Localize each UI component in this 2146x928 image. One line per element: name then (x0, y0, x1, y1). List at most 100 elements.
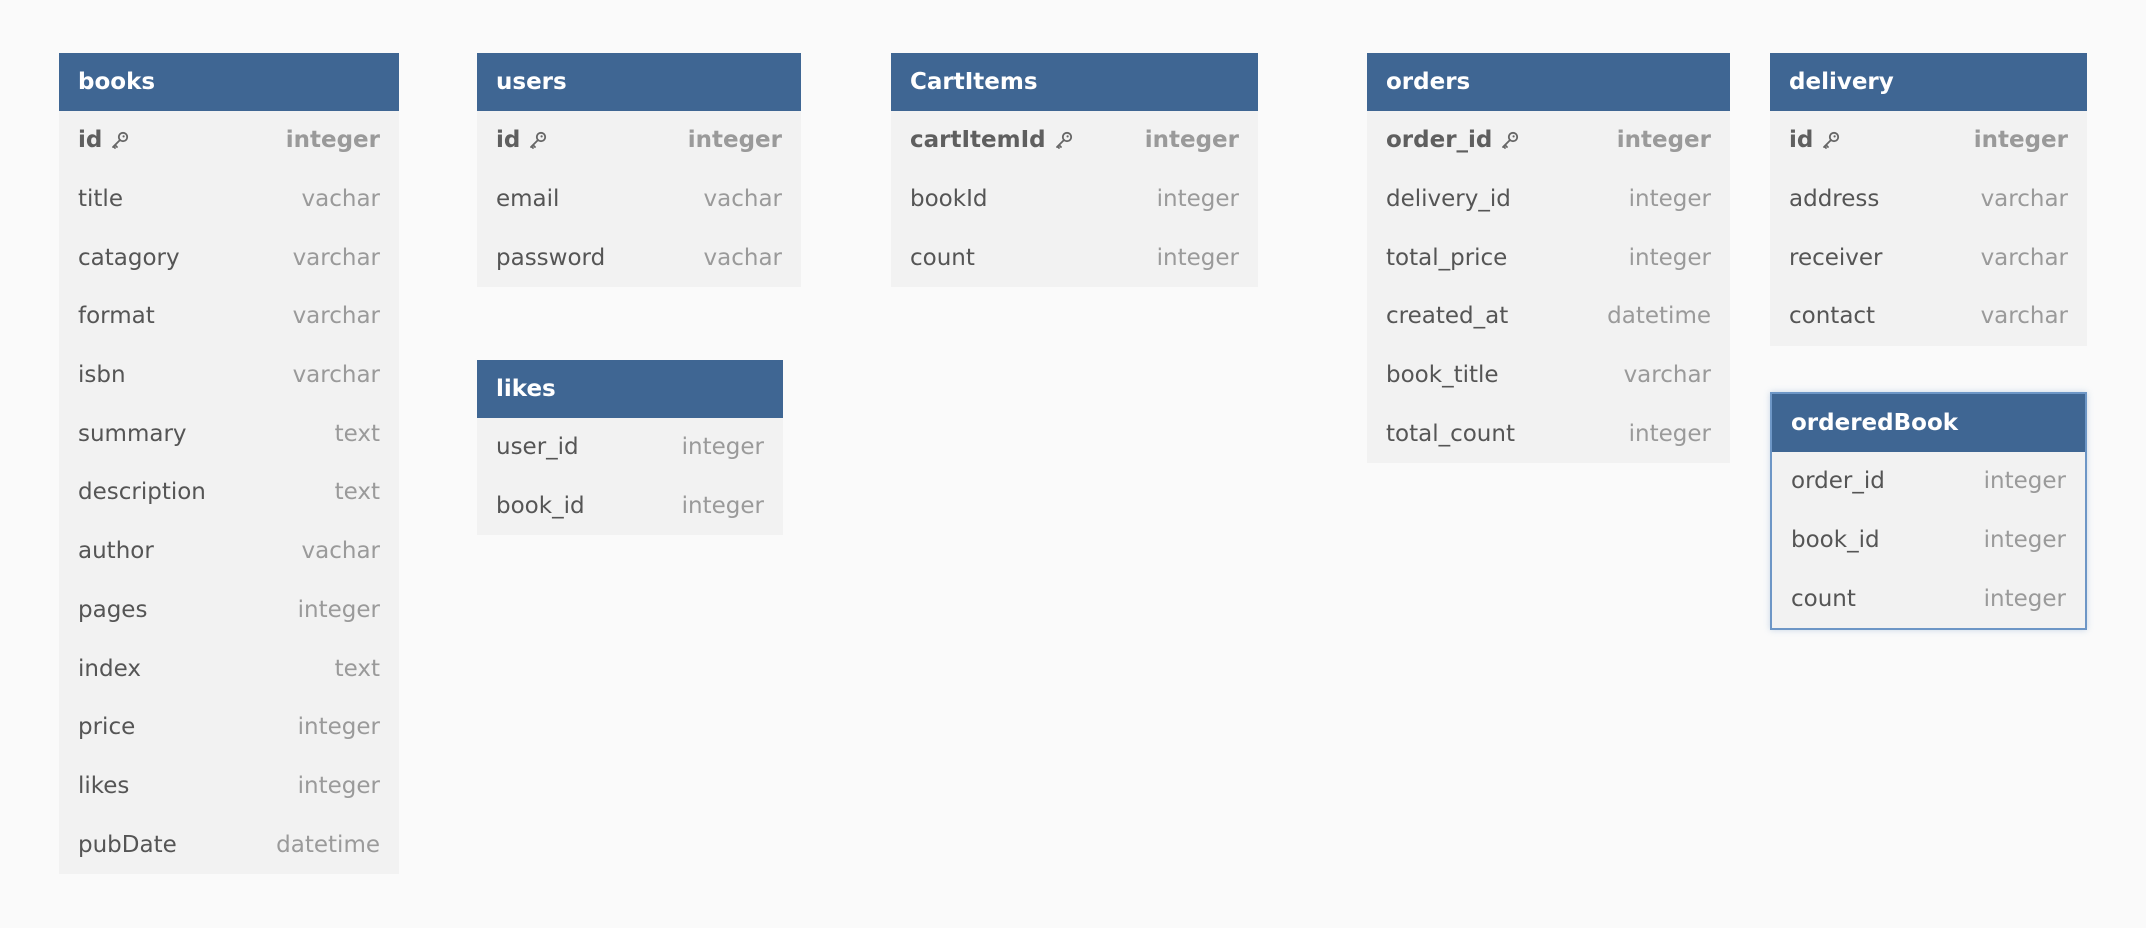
field-name: order_id (1791, 468, 1885, 494)
field-type: varchar (292, 362, 380, 389)
field-name-text: total_count (1386, 420, 1515, 447)
field-type: text (334, 420, 380, 447)
field-type: varchar (1980, 244, 2068, 271)
field-type: varchar (1623, 362, 1711, 389)
field-row[interactable]: receiver varchar (1770, 228, 2087, 287)
table-header[interactable]: delivery (1770, 53, 2087, 111)
field-name-text: price (78, 714, 136, 741)
field-type: datetime (1607, 303, 1711, 330)
field-type: integer (1156, 244, 1239, 271)
field-row[interactable]: likes integer (59, 757, 399, 816)
field-name: book_id (496, 493, 585, 519)
field-name: book_id (1791, 527, 1880, 553)
field-type: integer (1616, 127, 1711, 154)
field-type: vachar (301, 538, 380, 565)
field-name: book_title (1386, 362, 1499, 388)
field-name: likes (78, 773, 129, 799)
field-name-text: receiver (1789, 244, 1883, 271)
field-row[interactable]: description text (59, 463, 399, 522)
field-type: vachar (703, 244, 782, 271)
field-name-text: id (78, 127, 103, 154)
field-row[interactable]: count integer (891, 228, 1258, 287)
field-name: total_price (1386, 245, 1507, 271)
field-type: integer (285, 127, 380, 154)
field-row[interactable]: delivery_id integer (1367, 170, 1730, 229)
field-name-text: count (910, 244, 975, 271)
field-row[interactable]: order_id integer (1772, 452, 2085, 511)
table-header[interactable]: likes (477, 360, 783, 418)
field-name: isbn (78, 362, 126, 388)
field-name: count (1791, 586, 1856, 612)
field-type: integer (1983, 468, 2066, 495)
field-row[interactable]: id integer (59, 111, 399, 170)
field-name-text: address (1789, 186, 1880, 213)
field-row[interactable]: isbn varchar (59, 346, 399, 405)
table-header[interactable]: orders (1367, 53, 1730, 111)
field-row[interactable]: count integer (1772, 569, 2085, 628)
field-name: bookId (910, 186, 987, 212)
field-type: text (334, 479, 380, 506)
field-row[interactable]: book_title varchar (1367, 346, 1730, 405)
field-type: varchar (1980, 303, 2068, 330)
field-row[interactable]: total_count integer (1367, 404, 1730, 463)
field-name: delivery_id (1386, 186, 1511, 212)
key-icon (1500, 130, 1520, 150)
field-name: id (1789, 127, 1841, 153)
table-header[interactable]: orderedBook (1772, 394, 2085, 452)
field-name-text: count (1791, 585, 1856, 612)
field-type: integer (1973, 127, 2068, 154)
field-name-text: id (496, 127, 521, 154)
field-name-text: book_title (1386, 362, 1499, 389)
table-header[interactable]: books (59, 53, 399, 111)
key-icon (110, 130, 130, 150)
field-type: integer (1983, 585, 2066, 612)
field-name-text: delivery_id (1386, 186, 1511, 213)
field-name-text: description (78, 479, 206, 506)
field-type: integer (297, 596, 380, 623)
field-name-text: title (78, 186, 123, 213)
field-type: integer (1628, 186, 1711, 213)
table-header[interactable]: CartItems (891, 53, 1258, 111)
field-name-text: index (78, 655, 141, 682)
field-type: integer (1628, 420, 1711, 447)
field-name: total_count (1386, 421, 1515, 447)
field-row[interactable]: pages integer (59, 581, 399, 640)
table-header[interactable]: users (477, 53, 801, 111)
field-type: integer (297, 772, 380, 799)
field-row[interactable]: id integer (1770, 111, 2087, 170)
field-name: pages (78, 597, 147, 623)
field-type: varchar (292, 244, 380, 271)
